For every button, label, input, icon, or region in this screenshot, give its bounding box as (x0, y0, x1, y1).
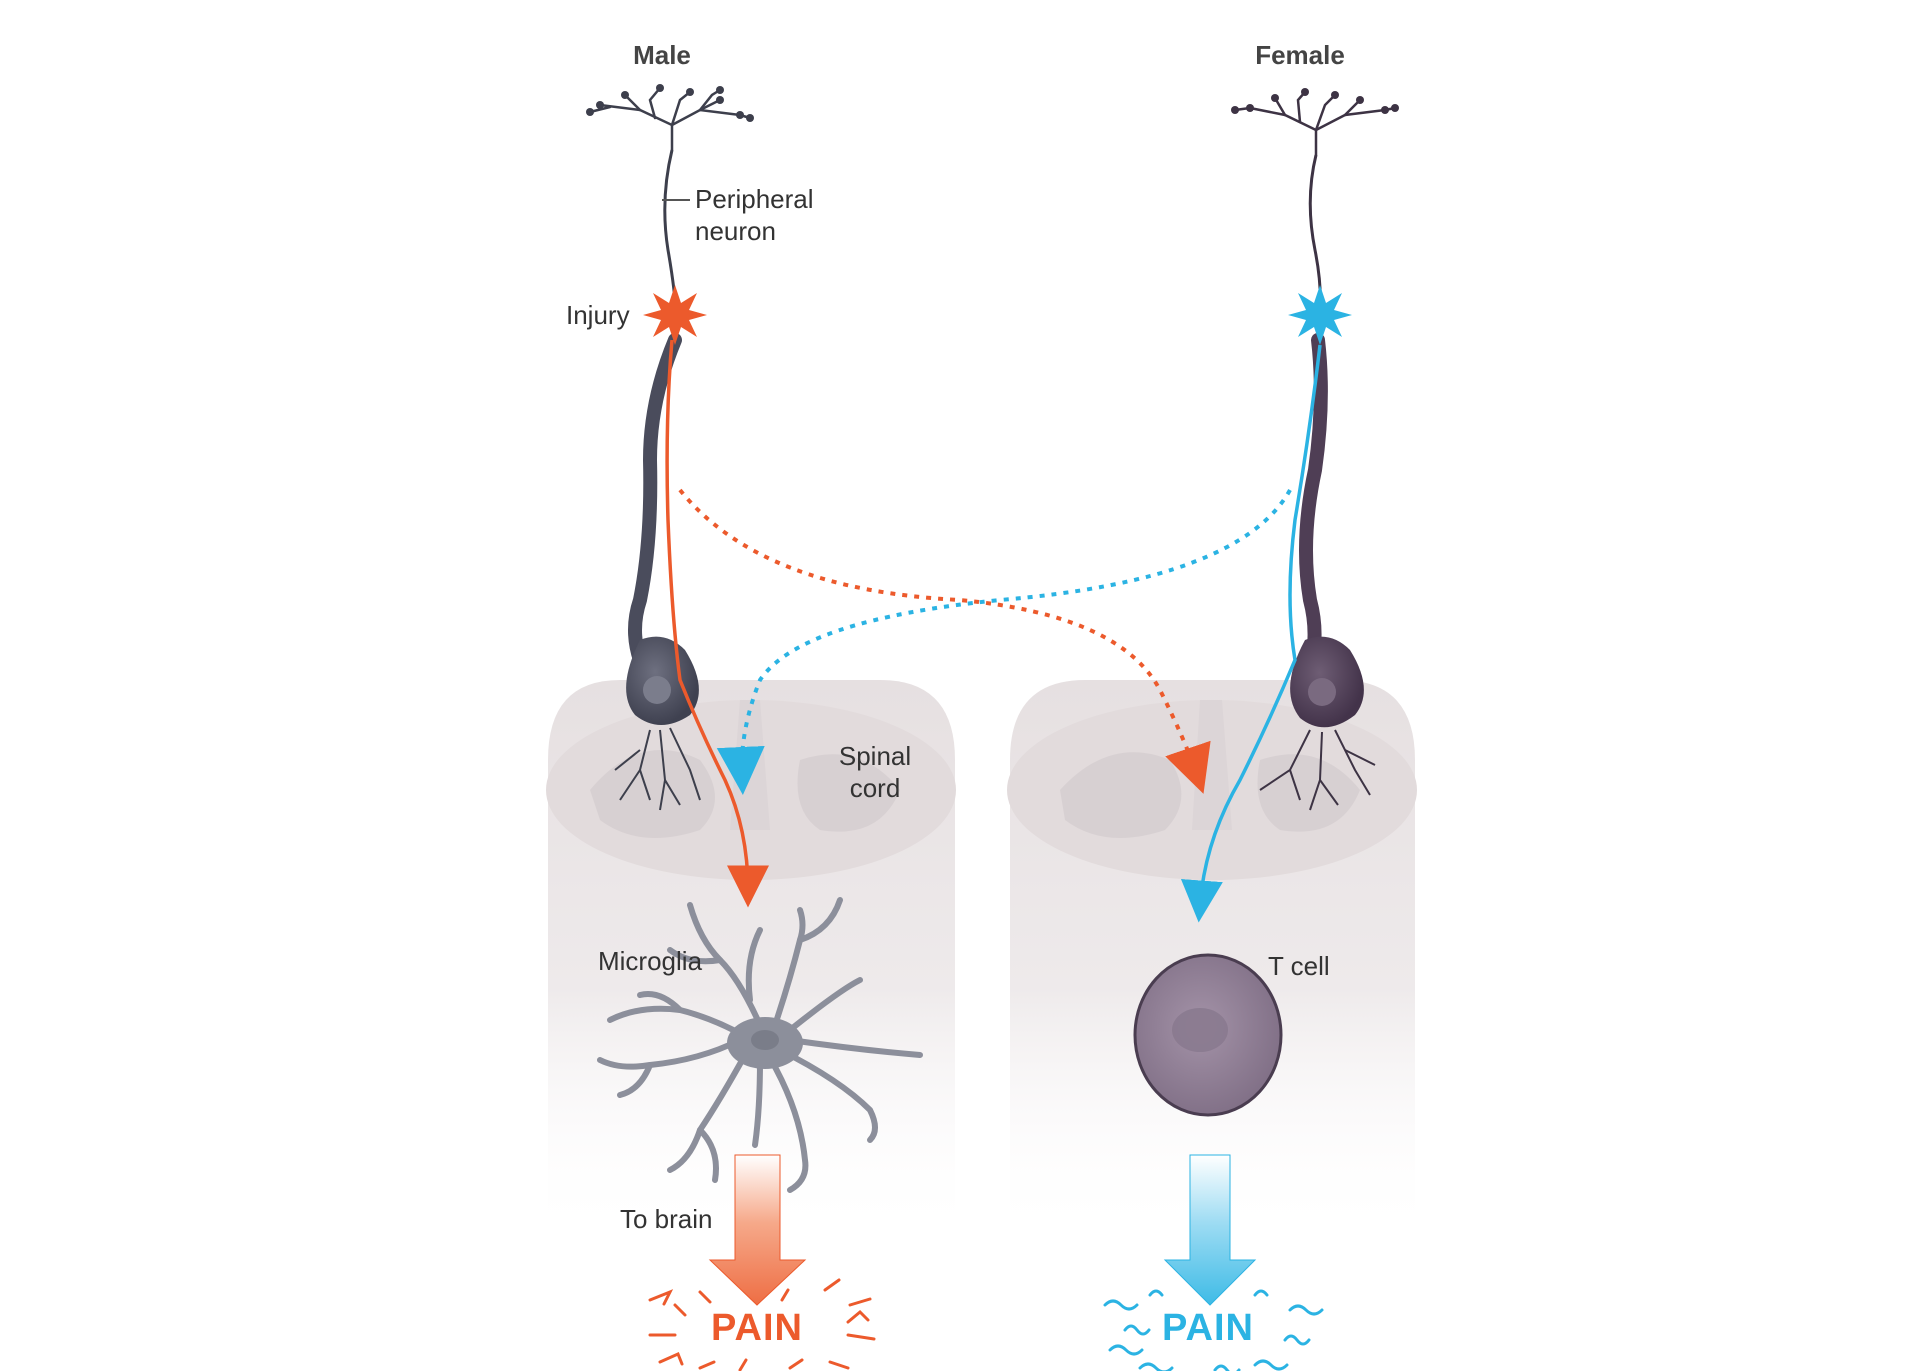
pain-burst-female-icon (1103, 1289, 1324, 1371)
label-spinal-cord-line2: cord (850, 773, 901, 803)
female-signal-path (1180, 344, 1322, 923)
t-cell (1133, 953, 1283, 1117)
pain-label-male: PAIN (711, 1307, 803, 1349)
label-to-brain: To brain (620, 1204, 713, 1234)
female-to-male-dashed-path (716, 489, 1292, 795)
header-male: Male (633, 40, 691, 70)
pain-burst-male-icon (648, 1278, 876, 1371)
label-t-cell: T cell (1268, 951, 1330, 981)
pain-label-female: PAIN (1162, 1307, 1254, 1349)
label-peripheral-neuron-line2: neuron (695, 216, 776, 246)
to-brain-arrow-male (708, 1154, 807, 1306)
label-microglia: Microglia (598, 946, 703, 976)
label-spinal-cord-line1: Spinal (839, 741, 911, 771)
label-peripheral-neuron-line1: Peripheral (695, 184, 814, 214)
to-brain-arrow-female (1163, 1154, 1257, 1306)
peripheral-neuron-male (586, 84, 754, 811)
label-injury: Injury (566, 300, 630, 330)
peripheral-neuron-female (1231, 88, 1399, 811)
injury-starburst-male-icon (643, 285, 707, 345)
male-to-female-dashed-path (678, 488, 1211, 794)
male-signal-path (665, 339, 769, 908)
microglia-cell (597, 897, 923, 1193)
injury-starburst-female-icon (1288, 285, 1352, 345)
header-female: Female (1255, 40, 1345, 70)
